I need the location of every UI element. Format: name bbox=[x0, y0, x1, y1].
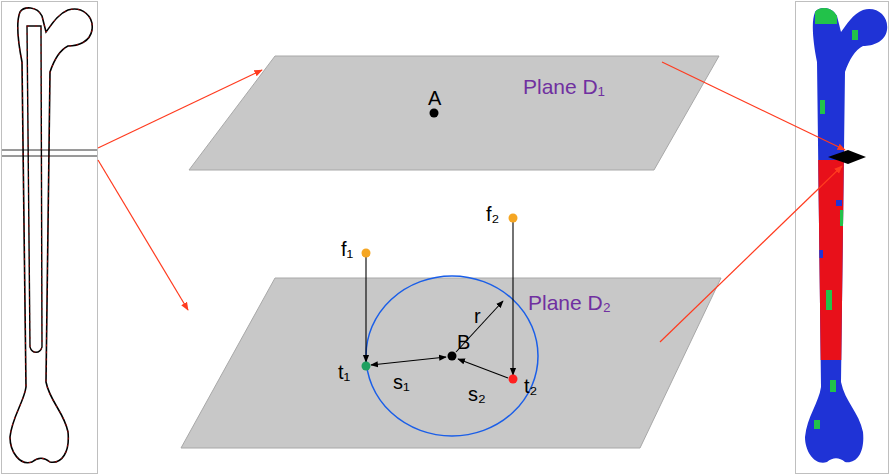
point-label: B bbox=[457, 332, 470, 352]
plane-shape bbox=[180, 277, 722, 449]
panel-frame bbox=[2, 2, 98, 474]
plane-shape bbox=[188, 55, 720, 171]
plane: Plane D₁ bbox=[188, 55, 720, 171]
femur-outline bbox=[10, 8, 92, 463]
plane-label: Plane D₁ bbox=[523, 75, 605, 99]
point-f1 bbox=[362, 249, 371, 258]
plane-label: Plane D₂ bbox=[528, 291, 611, 315]
point-label: t₂ bbox=[524, 376, 537, 396]
point-label: r bbox=[474, 306, 481, 326]
cut-line bbox=[2, 150, 97, 151]
point-label: f₂ bbox=[486, 204, 499, 224]
point-label: s₁ bbox=[393, 372, 410, 392]
colored-femur bbox=[795, 0, 890, 475]
point-label: s₂ bbox=[468, 384, 486, 404]
point-label: t₁ bbox=[338, 362, 350, 382]
point-f2 bbox=[509, 214, 518, 223]
plane: Plane D₂ bbox=[180, 277, 722, 449]
point-label: f₁ bbox=[341, 239, 353, 259]
point-label: A bbox=[428, 88, 441, 108]
cut-line bbox=[2, 156, 97, 157]
section-marker bbox=[828, 150, 866, 164]
